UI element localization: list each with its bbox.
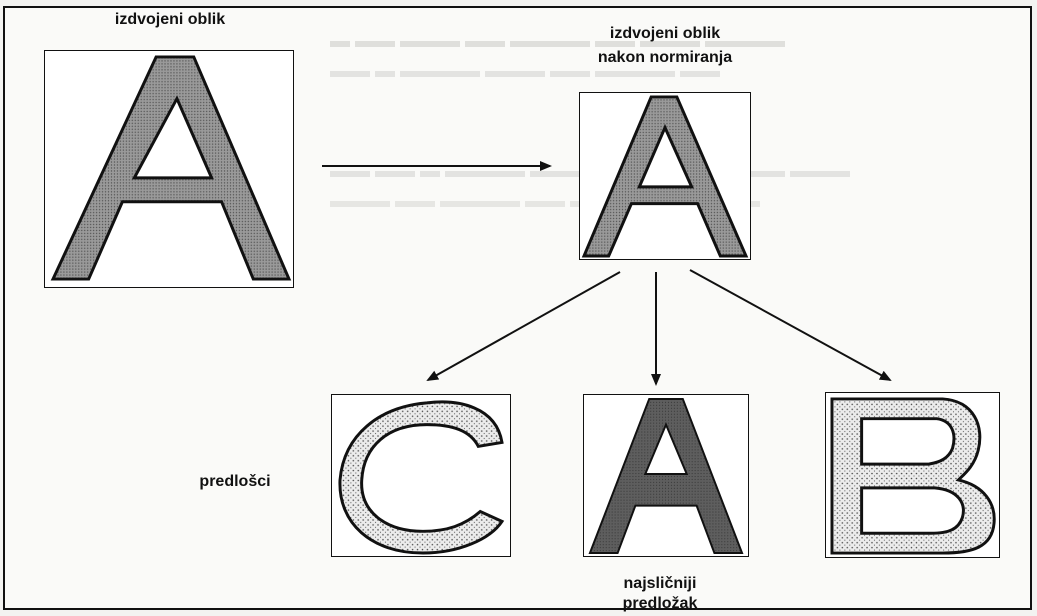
arrow-to-template-c [428, 272, 620, 380]
arrow-to-template-b [690, 270, 890, 380]
